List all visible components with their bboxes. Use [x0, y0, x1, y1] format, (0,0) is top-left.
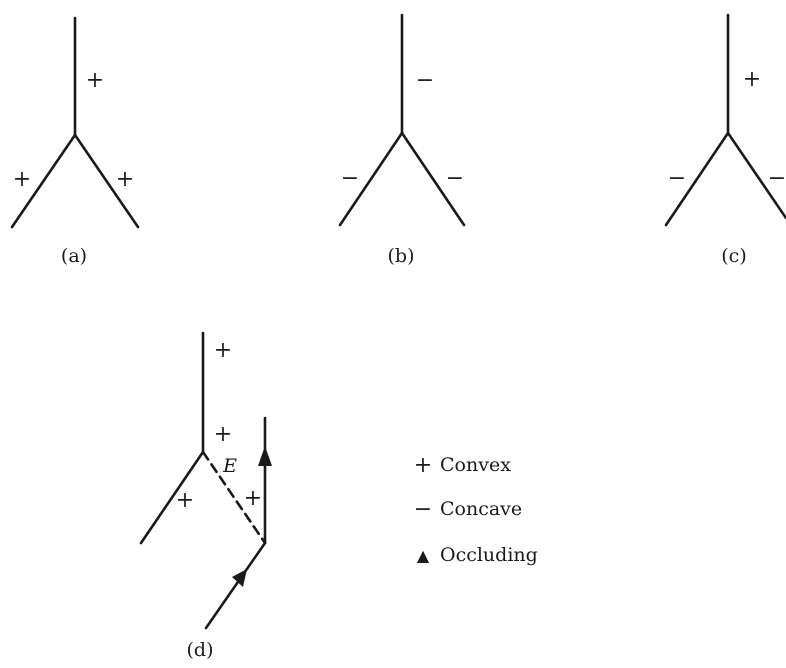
- panel-a-caption: (a): [61, 245, 87, 267]
- panel-a-left-sign: +: [13, 167, 31, 192]
- legend-convex-label: Convex: [440, 454, 511, 476]
- panel-d-left-branch: [139, 450, 205, 545]
- panel-d-lower-stem-sign: +: [214, 422, 232, 447]
- legend-concave-symbol: −: [414, 497, 432, 522]
- legend-convex-symbol: +: [414, 453, 432, 478]
- panel-c-right-branch: [726, 131, 786, 220]
- panel-c-caption: (c): [721, 245, 746, 267]
- panel-c-junction: [664, 13, 786, 227]
- panel-a-right-sign: +: [116, 167, 134, 192]
- panel-b-left-branch: [338, 131, 404, 227]
- panel-c-top-sign: +: [743, 67, 761, 92]
- panel-d-upper-stem-sign: +: [214, 338, 232, 363]
- panel-d-dashed-edge: [201, 450, 267, 545]
- panel-c-left-sign: −: [668, 166, 686, 191]
- panel-b-left-sign: −: [341, 166, 359, 191]
- panel-d-caption: (d): [187, 639, 214, 661]
- legend-concave-label: Concave: [440, 498, 522, 520]
- panel-b-right-branch: [400, 131, 466, 227]
- panel-a-top-sign: +: [86, 68, 104, 93]
- panel-d-upper-arrow-icon: [258, 446, 272, 466]
- panel-d-junctions: [139, 331, 267, 630]
- legend: + Convex − Concave ▲ Occluding: [414, 453, 538, 566]
- panel-b-top-sign: −: [416, 68, 434, 93]
- legend-occluding-symbol: ▲: [417, 546, 430, 565]
- panel-c-left-branch: [664, 131, 730, 227]
- panel-d-occluding-diagonal: [204, 541, 267, 630]
- panel-a-junction: [10, 16, 140, 229]
- panel-b-right-sign: −: [446, 166, 464, 191]
- legend-occluding-label: Occluding: [440, 544, 538, 566]
- panel-d-dashed-edge-sign: +: [244, 486, 262, 511]
- panel-a-right-branch: [73, 133, 140, 229]
- panel-c-right-sign: −: [768, 166, 786, 191]
- panel-b-caption: (b): [388, 245, 415, 267]
- panel-d-left-sign: +: [176, 488, 194, 513]
- panel-d-lower-arrow-icon: [232, 569, 247, 587]
- panel-a-left-branch: [10, 133, 77, 229]
- panel-d-edge-name: E: [222, 455, 237, 477]
- panel-b-junction: [338, 13, 466, 227]
